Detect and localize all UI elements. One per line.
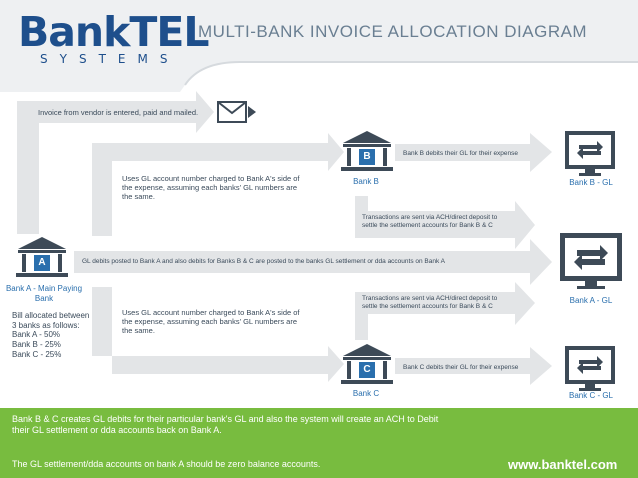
bank-b-letter: B	[363, 151, 371, 162]
bank-b-gl-label: Bank B - GL	[569, 178, 613, 187]
c-debits-label: Bank C debits their GL for their expense	[403, 364, 519, 371]
page-title: MULTI-BANK INVOICE ALLOCATION DIAGRAM	[198, 22, 588, 41]
logo: BankTEL	[18, 8, 209, 56]
allocation-row-a: Bank A - 50%	[12, 330, 61, 339]
diagram	[16, 91, 622, 391]
allocation-row-b: Bank B - 25%	[12, 340, 61, 349]
bank-b-name: Bank B	[353, 177, 379, 186]
bank-b-building-icon	[341, 131, 393, 171]
bank-c-letter: C	[363, 364, 371, 375]
footer-note-2: The GL settlement/dda accounts on bank A…	[12, 459, 321, 469]
bank-a-name: Bank A - Main Paying Bank	[5, 284, 83, 303]
gl-charged-c-label: Uses GL account number charged to Bank A…	[122, 308, 300, 335]
invoice-arrow	[17, 91, 214, 234]
footer-note-1: Bank B & C creates GL debits for their p…	[12, 414, 439, 435]
monitor-a-transfer-icon	[560, 233, 622, 289]
bank-c-gl-label: Bank C - GL	[568, 391, 613, 400]
c-debits-arrow	[395, 347, 552, 385]
website-link[interactable]: www.banktel.com	[508, 457, 618, 472]
header-background	[0, 0, 638, 92]
footer: Bank B & C creates GL debits for their p…	[0, 408, 638, 478]
b-debits-label: Bank B debits their GL for their expense	[403, 150, 519, 157]
bank-c-name: Bank C	[352, 389, 380, 398]
b-debits-arrow	[395, 133, 552, 172]
header: BankTEL SYSTEMS MULTI-BANK INVOICE ALLOC…	[0, 0, 638, 100]
ach-lower-label: Transactions are sent via ACH/direct dep…	[362, 295, 498, 310]
ach-upper-arrow	[355, 196, 535, 249]
bank-a-gl-label: Bank A - GL	[569, 296, 613, 305]
ach-upper-label: Transactions are sent via ACH/direct dep…	[362, 214, 498, 229]
logo-subtitle: SYSTEMS	[40, 52, 180, 66]
monitor-c-transfer-icon	[565, 346, 615, 391]
allocation-intro: Bill allocated between 3 banks as follow…	[12, 311, 90, 330]
bank-a-building-icon	[16, 237, 68, 277]
allocation-row-c: Bank C - 25%	[12, 350, 62, 359]
bank-c-building-icon	[341, 344, 393, 384]
bank-a-letter: A	[38, 257, 46, 268]
gl-debits-main-label: GL debits posted to Bank A and also debi…	[82, 258, 446, 265]
envelope-icon	[217, 101, 256, 123]
monitor-b-transfer-icon	[565, 131, 615, 176]
ach-lower-arrow	[355, 282, 535, 340]
gl-charged-b-label: Uses GL account number charged to Bank A…	[122, 174, 300, 201]
upper-branch-arrow	[92, 133, 344, 236]
main-gl-arrow	[74, 239, 552, 285]
lower-branch-arrow	[92, 287, 344, 382]
invoice-label: Invoice from vendor is entered, paid and…	[38, 108, 199, 117]
